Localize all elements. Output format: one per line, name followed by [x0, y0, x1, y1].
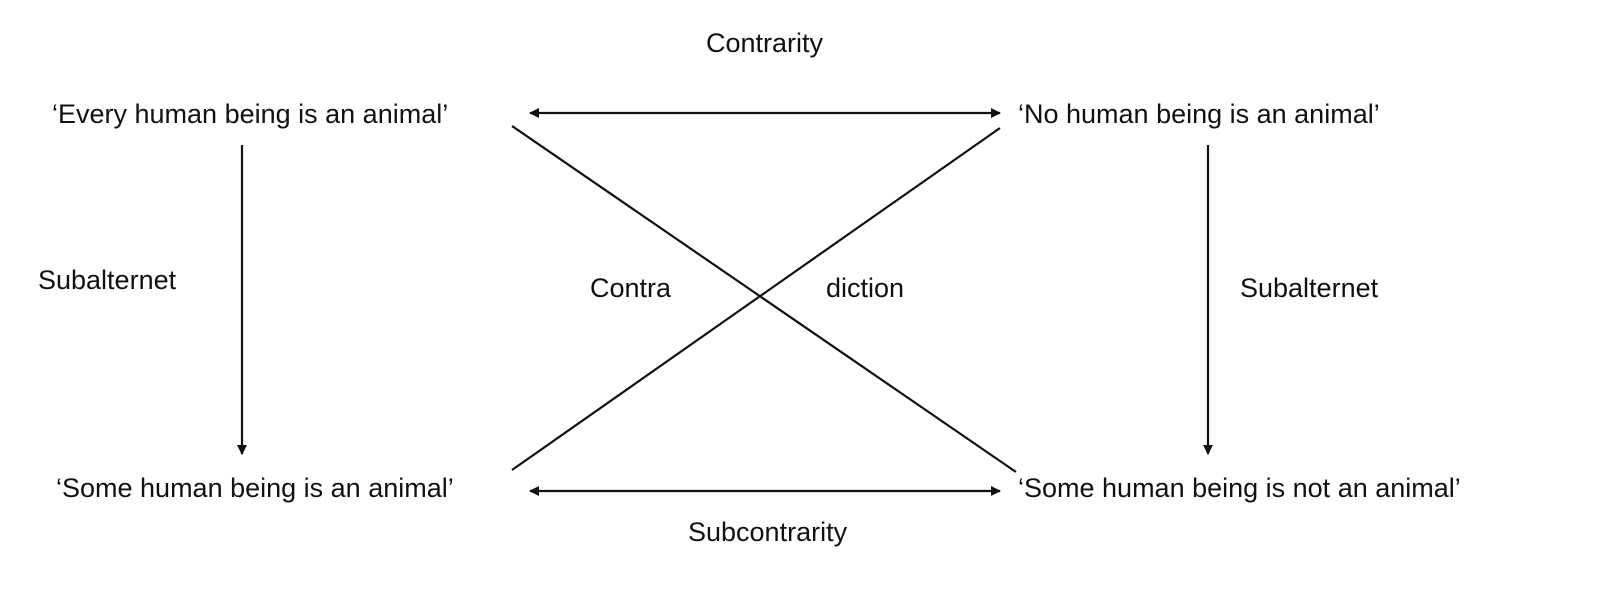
- contradiction-line-e-to-i: [511, 127, 1001, 471]
- contradiction-label-part2: diction: [826, 273, 905, 303]
- proposition-particular-negative: ‘Some human being is not an animal’: [1018, 473, 1461, 503]
- contradiction-line-a-to-o: [511, 125, 1017, 473]
- proposition-universal-negative: ‘No human being is an animal’: [1018, 99, 1380, 129]
- proposition-universal-affirmative: ‘Every human being is an animal’: [52, 99, 449, 129]
- contradiction-label-part1: Contra: [590, 273, 672, 303]
- subcontrarity-label: Subcontrarity: [688, 517, 848, 547]
- proposition-particular-affirmative: ‘Some human being is an animal’: [56, 473, 454, 503]
- subalternet-right-label: Subalternet: [1240, 273, 1379, 303]
- contrarity-label: Contrarity: [706, 28, 824, 58]
- subalternet-left-label: Subalternet: [38, 265, 177, 295]
